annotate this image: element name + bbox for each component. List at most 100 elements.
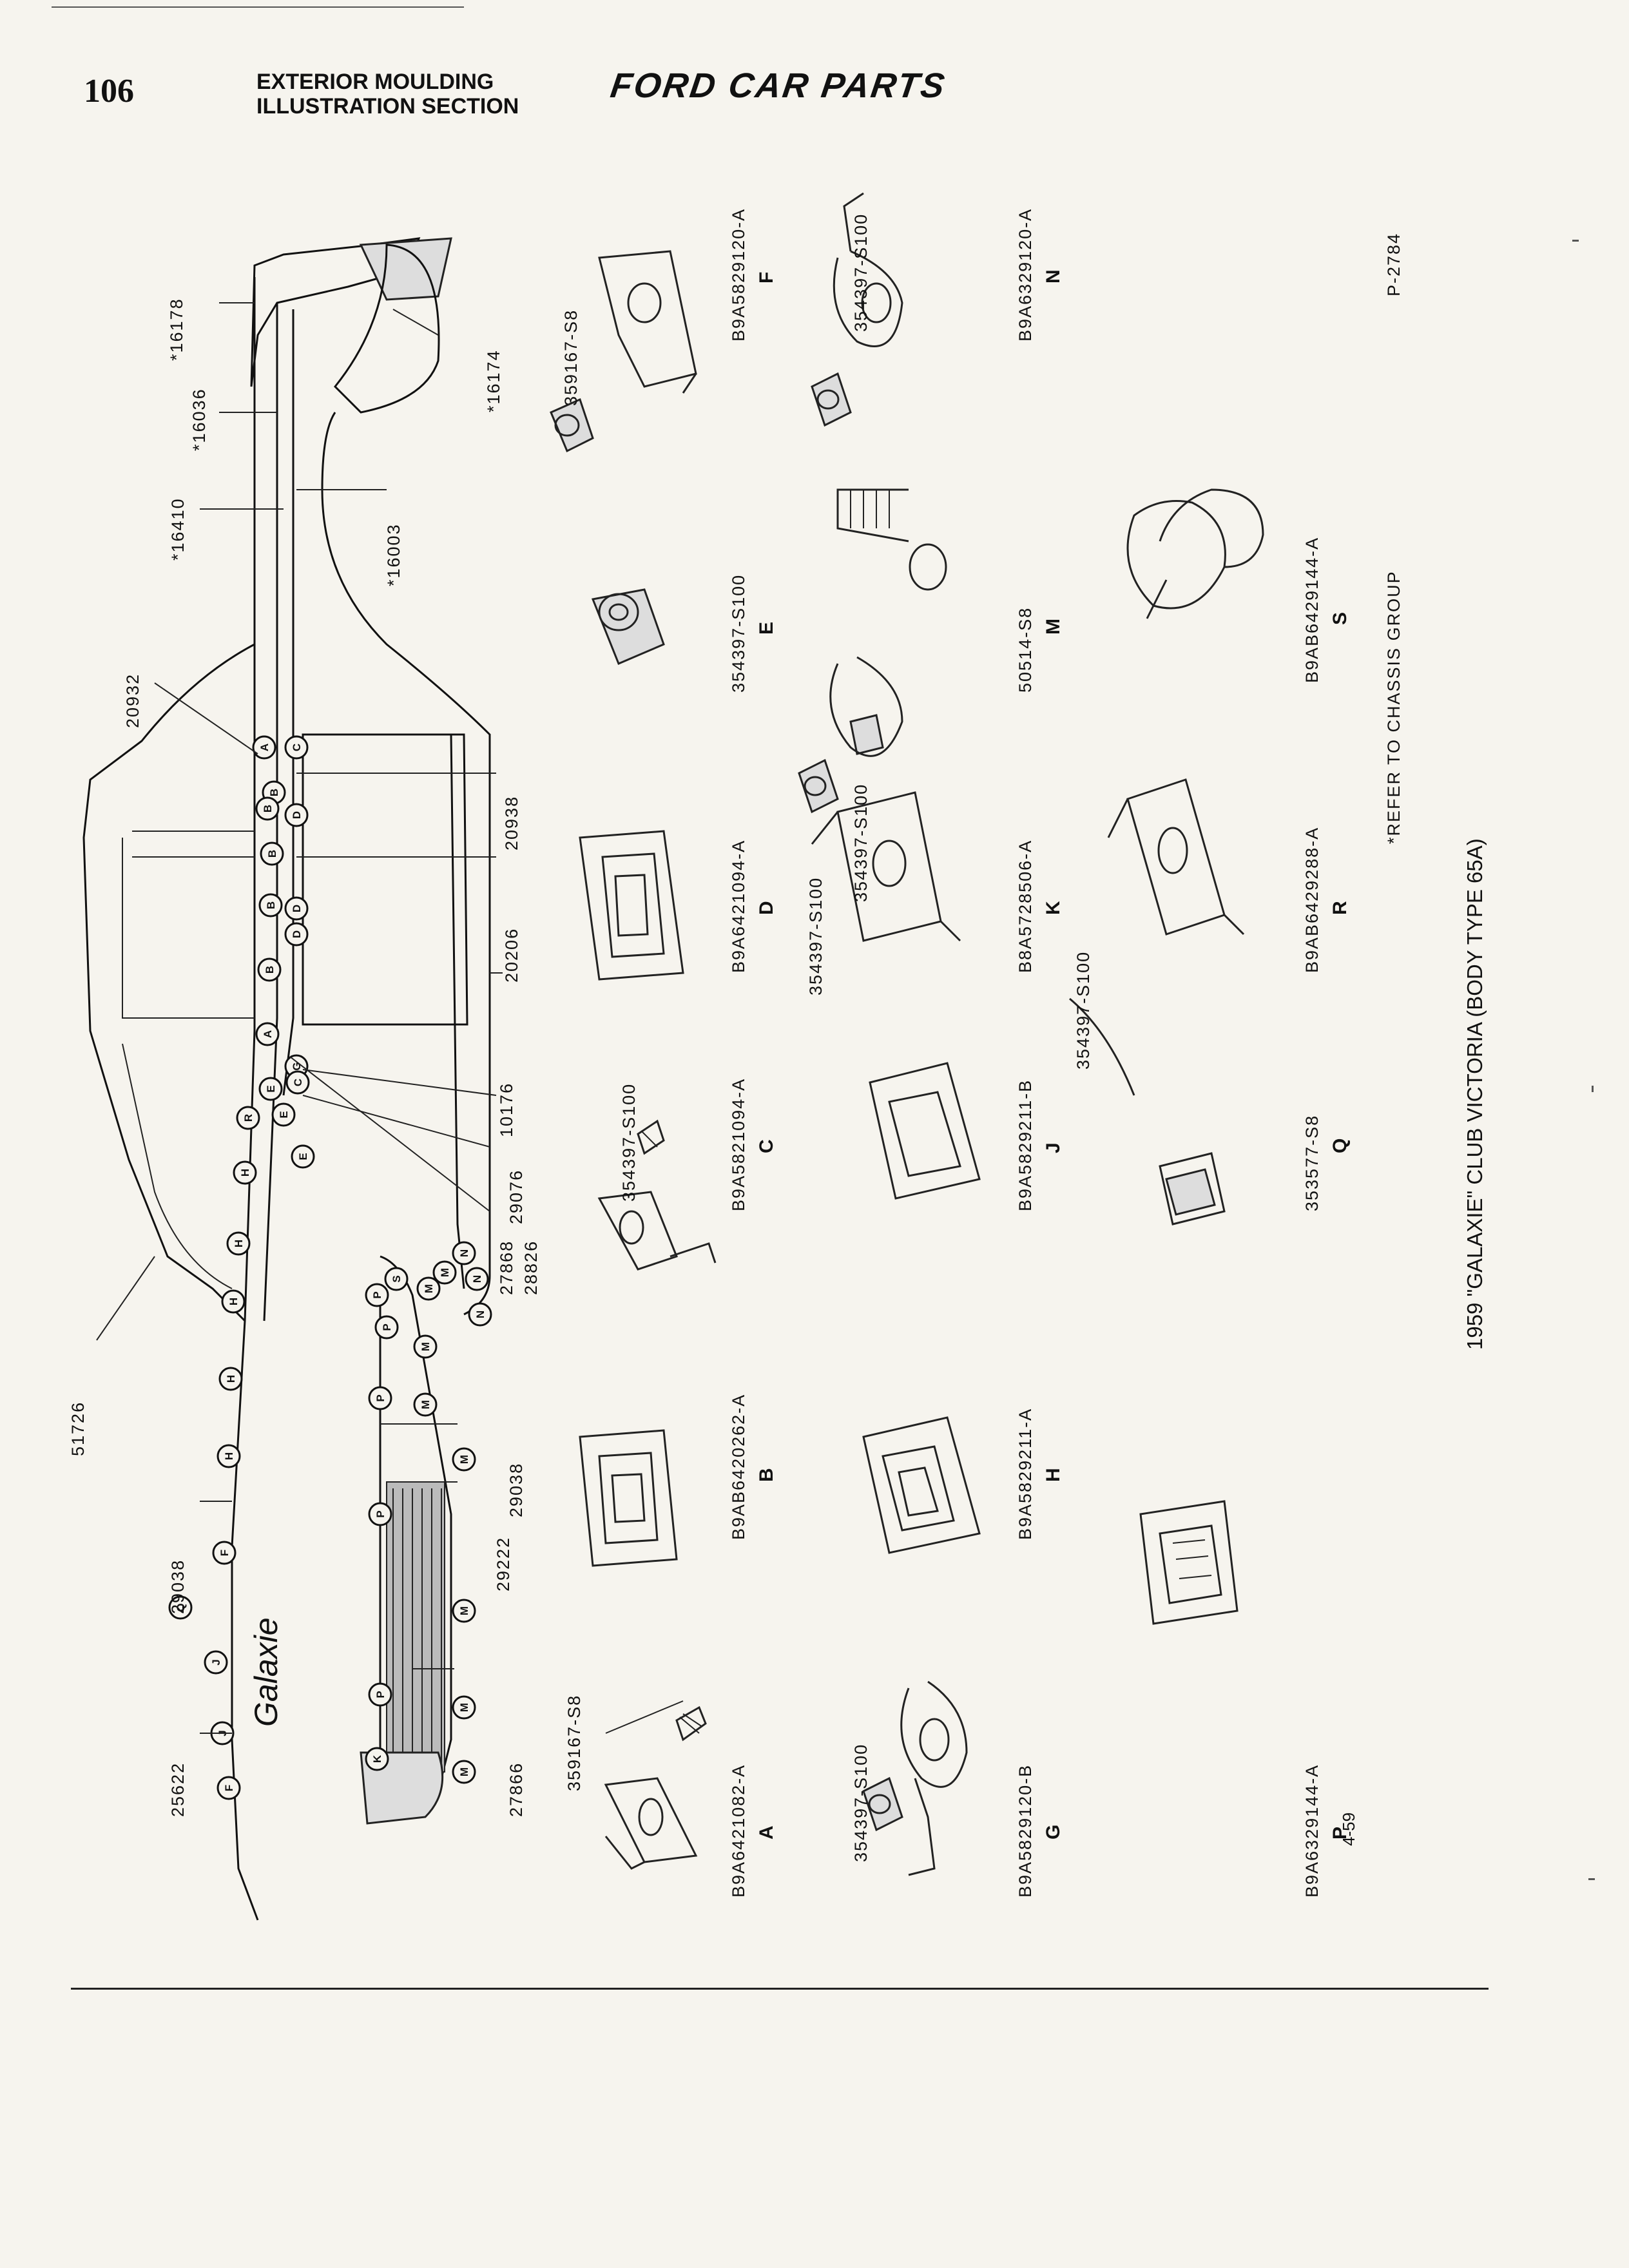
part-number-f: B9A5829120-A (729, 208, 748, 341)
part-letter-j: J (1043, 1142, 1064, 1153)
clip-bubble-b: B (260, 841, 284, 866)
hardware-label: 354397-S100 (619, 1083, 639, 1202)
part-number-k: B8A5728506-A (1016, 840, 1035, 973)
clip-bubble-b: B (257, 957, 282, 982)
part-drawing-e (591, 588, 665, 665)
car-rear-quarter-shading (386, 1481, 445, 1773)
part-drawing-h (862, 1416, 981, 1554)
car-callout-number: 20932 (123, 673, 142, 728)
clip-bubble-e: E (291, 1144, 315, 1169)
clip-bubble-m: M (452, 1760, 476, 1784)
section-title-line2: ILLUSTRATION SECTION (256, 94, 519, 119)
car-roof-outline (82, 643, 255, 1322)
clip-bubble-e: E (258, 1077, 283, 1101)
svg-text:C: C (291, 744, 303, 751)
clip-bubble-s: S (384, 1267, 409, 1291)
svg-text:N: N (471, 1275, 483, 1283)
svg-text:M: M (419, 1342, 432, 1351)
svg-text:P: P (374, 1691, 387, 1698)
svg-text:H: H (225, 1375, 237, 1383)
svg-text:C: C (292, 1079, 304, 1086)
part-letter-r: R (1329, 901, 1351, 915)
svg-text:P: P (381, 1323, 393, 1331)
part-number-p: B9A6329144-A (1302, 1764, 1322, 1898)
car-script-emblem: Galaxie (248, 1617, 284, 1727)
clip-bubble-b: B (255, 796, 280, 821)
svg-text:G: G (291, 1062, 303, 1070)
part-drawing-b (579, 1429, 678, 1567)
clip-bubble-p: P (365, 1283, 389, 1307)
clip-bubble-h: H (221, 1289, 246, 1314)
part-number-s: B9AB6429144-A (1302, 537, 1322, 683)
car-callout-number: 20206 (502, 928, 521, 983)
svg-text:K: K (371, 1754, 383, 1763)
car-door (302, 733, 468, 1026)
svg-text:P: P (374, 1394, 387, 1401)
svg-text:B: B (265, 901, 277, 909)
part-number-d: B9A6421094-A (729, 840, 748, 973)
car-window-frame (132, 831, 255, 858)
svg-text:Q: Q (175, 1603, 187, 1611)
clip-bubble-p: P (368, 1386, 392, 1410)
car-rear-bumper (360, 1751, 444, 1825)
part-letter-q: Q (1329, 1139, 1351, 1153)
part-drawing-d (579, 830, 684, 981)
part-number-c: B9A5821094-A (729, 1078, 748, 1211)
clip-bubble-f: F (212, 1541, 236, 1565)
car-callout-number: *16036 (189, 388, 209, 451)
clip-bubble-e: E (271, 1102, 296, 1127)
car-body-lower-outline (321, 412, 491, 1316)
svg-text:M: M (458, 1606, 470, 1615)
car-front-bumper (333, 244, 440, 414)
part-number-r: B9AB6429288-A (1302, 827, 1322, 973)
part-illustrations (550, 192, 1264, 1876)
car-callout-number: *16003 (384, 523, 403, 586)
clip-bubble-m: M (452, 1695, 476, 1720)
car-door-glass (122, 838, 255, 1019)
clip-bubble-h: H (226, 1231, 251, 1256)
part-letter-m: M (1043, 619, 1064, 635)
svg-text:A: A (258, 744, 271, 751)
car-rear-quarter-lower (366, 1289, 381, 1792)
part-letter-p: P (1329, 1827, 1351, 1840)
part-drawing-n (811, 192, 903, 427)
part-number-j: B9A5829211-B (1016, 1079, 1035, 1211)
part-letter-a: A (756, 1825, 777, 1840)
svg-text:M: M (458, 1767, 470, 1776)
svg-text:N: N (458, 1249, 470, 1257)
figure-caption: 1959 "GALAXIE" CLUB VICTORIA (BODY TYPE … (1463, 838, 1487, 1350)
part-number-a: B9A6421082-A (729, 1764, 748, 1898)
car-callout-number: 27866 (506, 1762, 526, 1817)
clip-bubble-p: P (368, 1682, 392, 1707)
part-drawing-s (1126, 488, 1264, 619)
section-title-line1: EXTERIOR MOULDING (256, 70, 494, 94)
svg-text:J: J (210, 1659, 222, 1665)
part-letter-k: K (1043, 901, 1064, 915)
hardware-label: 359167-S8 (564, 1695, 584, 1791)
car-rocker-line (450, 734, 465, 1289)
car-callout-number: 20938 (502, 796, 521, 850)
svg-text:E: E (278, 1111, 290, 1118)
car-callout-number: 51726 (68, 1401, 88, 1456)
svg-text:M: M (458, 1703, 470, 1712)
part-letter-s: S (1329, 612, 1351, 625)
part-drawing-p (1139, 1500, 1239, 1625)
hardware-label: 354397-S100 (806, 877, 825, 995)
svg-text:H: H (239, 1169, 251, 1177)
svg-text:P: P (371, 1291, 383, 1298)
car-callout-number: *16410 (168, 497, 188, 561)
callout-leader-lines (96, 302, 684, 1734)
clip-bubble-n: N (465, 1267, 489, 1291)
part-drawing-k (798, 656, 1135, 1096)
part-letter-c: C (756, 1139, 777, 1153)
date-code: 4-59 (1339, 1812, 1358, 1846)
svg-text:H: H (233, 1240, 245, 1247)
svg-text:B: B (262, 805, 274, 812)
clip-bubble-d: D (284, 803, 309, 827)
clip-bubble-b: B (258, 893, 283, 918)
car-callout-number: 10176 (497, 1082, 516, 1137)
svg-text:F: F (218, 1550, 231, 1556)
svg-text:M: M (419, 1400, 432, 1409)
part-letter-n: N (1043, 269, 1064, 284)
part-number-b: B9AB6420262-A (729, 1394, 748, 1540)
